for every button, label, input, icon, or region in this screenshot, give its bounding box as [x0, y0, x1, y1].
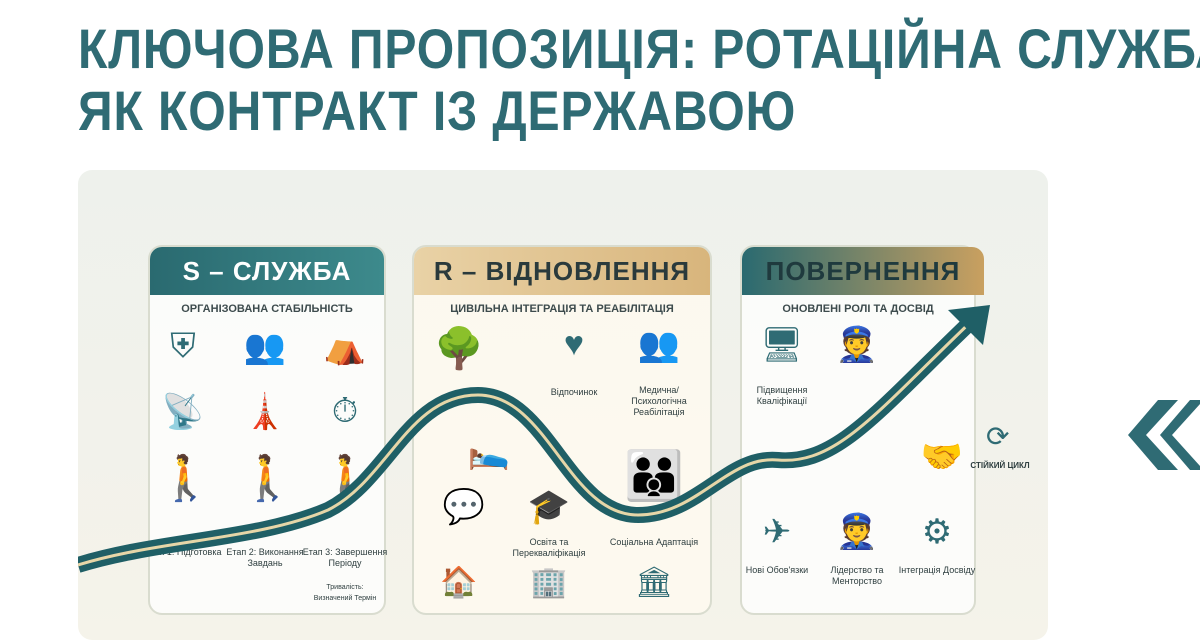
stopwatch-icon: ⏱ [331, 392, 359, 430]
control-room-icon: 🖥 [760, 326, 804, 364]
career-path-wave [78, 305, 990, 573]
service-heading: S – СЛУЖБА [150, 247, 384, 295]
cycle-label: СТІЙКИЙ ЦИКЛ [970, 461, 1030, 470]
infographic: S – СЛУЖБА ОРГАНІЗОВАНА СТАБІЛЬНІСТЬ ⛨ 👥… [78, 170, 1048, 640]
satellite-dish-icon: 📡 [161, 393, 205, 431]
graduation-cap-icon: 🎓 [527, 488, 571, 526]
rest-label: Відпочинок [550, 387, 598, 397]
handshake-icon: 🤝 [920, 438, 964, 476]
hammock-icon: 🌳 [434, 327, 484, 371]
soldier-walking-icon: 🚶 [240, 454, 295, 503]
shield-icon: ⛨ [170, 327, 196, 365]
soldier-walking-icon: 🚶 [158, 454, 213, 503]
radio-tower-icon: 🗼 [243, 393, 287, 431]
social-label: Соціальна Адаптація [609, 537, 699, 547]
heart-medical-icon: ♥ [563, 325, 585, 363]
education-label: Освіта та Перекваліфікація [512, 537, 586, 558]
family-icon: 👪 [624, 450, 684, 503]
stage-3-label: Етап 3: Завершення Періоду [302, 547, 388, 568]
duration-label: Тривалість: Визначений Термін [313, 584, 377, 602]
duties-label: Нові Обов'язки [745, 565, 809, 575]
conversation-icon: 💬 [442, 488, 486, 526]
resting-person-icon: 🛌 [467, 433, 511, 471]
stage-2-label: Етап 2: Виконання Завдань [226, 547, 304, 568]
leadership-label: Лідерство та Менторство [830, 565, 884, 586]
chevron-left-icon[interactable] [1128, 398, 1200, 472]
cycle-icon: ⟳ [986, 421, 1010, 452]
return-subtitle: ОНОВЛЕНІ РОЛІ ТА ДОСВІД [782, 303, 934, 315]
commander-icon: 👮 [835, 513, 879, 551]
medical-label: Медична/ Психологічна Реабілітація [631, 385, 687, 417]
house-icon: 🏠 [440, 566, 478, 599]
office-worker-icon: 🏢 [530, 566, 568, 599]
recovery-heading: R – ВІДНОВЛЕННЯ [414, 247, 710, 295]
troops-icon: 👥 [243, 328, 287, 366]
school-building-icon: 🏛 [634, 566, 674, 599]
page-title: КЛЮЧОВА ПРОПОЗИЦІЯ: РОТАЦІЙНА СЛУЖБА ЯК … [78, 18, 1200, 142]
title-line-2: ЯК КОНТРАКТ ІЗ ДЕРЖАВОЮ [78, 79, 797, 142]
title-line-1: КЛЮЧОВА ПРОПОЗИЦІЯ: РОТАЦІЙНА СЛУЖБА [78, 17, 1200, 80]
officer-icon: 👮 [835, 326, 879, 364]
camp-icon: ⛺ [323, 328, 367, 366]
therapy-session-icon: 👥 [637, 326, 681, 364]
recovery-panel: R – ВІДНОВЛЕННЯ ЦИВІЛЬНА ІНТЕГРАЦІЯ ТА Р… [412, 245, 712, 615]
recovery-subtitle: ЦИВІЛЬНА ІНТЕГРАЦІЯ ТА РЕАБІЛІТАЦІЯ [450, 303, 674, 315]
integration-label: Інтеграція Досвіду [898, 565, 976, 575]
skills-label: Підвищення Кваліфікації [756, 385, 808, 406]
return-heading: ПОВЕРНЕННЯ [742, 247, 984, 295]
gear-growth-icon: ⚙ [921, 513, 953, 551]
stage-1-label: Етап 1: Підготовка [144, 547, 222, 557]
service-subtitle: ОРГАНІЗОВАНА СТАБІЛЬНІСТЬ [181, 303, 353, 315]
drone-icon: ✈ [762, 513, 792, 551]
